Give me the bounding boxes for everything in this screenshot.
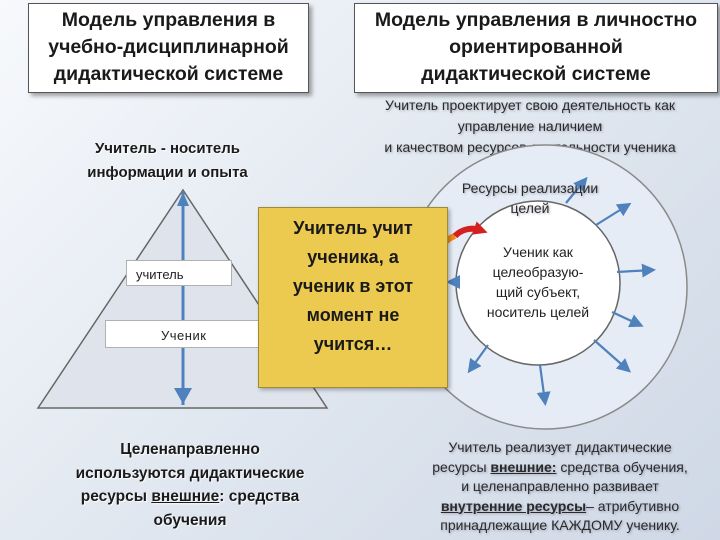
underlined-text: внутренние ресурсы xyxy=(440,497,587,514)
right-title-line: ориентированной xyxy=(449,36,623,58)
center-line: ученика, а xyxy=(307,247,399,267)
left-bottom-line: ресурсы внешние: средства xyxy=(40,485,340,509)
left-title-line: дидактической системе xyxy=(53,63,284,85)
left-bottom-line: используются дидактические xyxy=(75,464,305,482)
pyramid-level-label: Ученик xyxy=(161,328,207,343)
left-bottom-text: Целенаправленно используются дидактическ… xyxy=(40,438,340,532)
resources-label-line: Ресурсы реализации xyxy=(461,180,599,196)
inner-circle-line: щий субъект, xyxy=(495,284,581,300)
pyramid-level-student: Ученик xyxy=(105,320,269,348)
inner-circle-line: целеобразую- xyxy=(492,264,584,280)
resources-label: Ресурсы реализации целей xyxy=(440,178,620,218)
text-part: ресурсы xyxy=(432,458,491,475)
center-line: момент не xyxy=(306,305,400,325)
right-bottom-line: и целенаправленно развивает xyxy=(461,478,659,494)
right-bottom-line: принадлежащие КАЖДОМУ ученику. xyxy=(440,517,680,533)
teacher-label-line: информации и опыта xyxy=(87,164,248,181)
right-title-line: дидактической системе xyxy=(421,63,651,85)
center-statement-box: Учитель учит ученика, а ученик в этот мо… xyxy=(258,207,448,388)
radial-arrows xyxy=(446,176,656,406)
right-bottom-line: ресурсы внешние: средства обучения, xyxy=(405,458,715,478)
center-line: Учитель учит xyxy=(293,218,413,238)
left-title-line: учебно-дисциплинарной xyxy=(48,36,289,58)
left-title-line: Модель управления в xyxy=(61,9,276,31)
left-bottom-line: Целенаправленно xyxy=(120,441,260,458)
inner-circle-line: Ученик как xyxy=(503,244,573,260)
text-part: – атрибутивно xyxy=(586,497,680,514)
text-part: средства обучения, xyxy=(556,458,688,475)
text-part: : средства xyxy=(219,488,300,505)
right-bottom-line: Учитель реализует дидактические xyxy=(448,439,672,455)
text-part: ресурсы xyxy=(80,488,152,505)
inner-circle-line: носитель целей xyxy=(486,304,590,320)
arrow-up-icon xyxy=(177,192,189,206)
teacher-label: Учитель - носитель информации и опыта xyxy=(55,137,280,185)
underlined-text: внешние: xyxy=(490,458,557,475)
teacher-label-line: Учитель - носитель xyxy=(94,140,241,157)
right-bottom-text: Учитель реализует дидактические ресурсы … xyxy=(405,438,715,536)
inner-circle-text: Ученик как целеобразую- щий субъект, нос… xyxy=(468,242,608,322)
note-line: Учитель проектирует свою деятельность ка… xyxy=(385,97,675,113)
right-title-line: Модель управления в личностно xyxy=(374,9,698,31)
note-line: управление наличием xyxy=(457,118,603,134)
pyramid-level-label: учитель xyxy=(136,267,184,282)
underlined-text: внешние xyxy=(151,488,220,505)
resources-label-line: целей xyxy=(510,200,550,216)
arrow-down-icon xyxy=(174,388,192,404)
left-title-box: Модель управления в учебно-дисциплинарно… xyxy=(28,3,309,93)
center-line: ученик в этот xyxy=(292,276,414,296)
pyramid-level-teacher: учитель xyxy=(126,260,232,286)
right-bottom-line: внутренние ресурсы– атрибутивно xyxy=(405,497,715,517)
right-title-box: Модель управления в личностно ориентиров… xyxy=(354,3,718,93)
center-line: учится… xyxy=(313,334,393,354)
left-bottom-line: обучения xyxy=(153,511,227,529)
